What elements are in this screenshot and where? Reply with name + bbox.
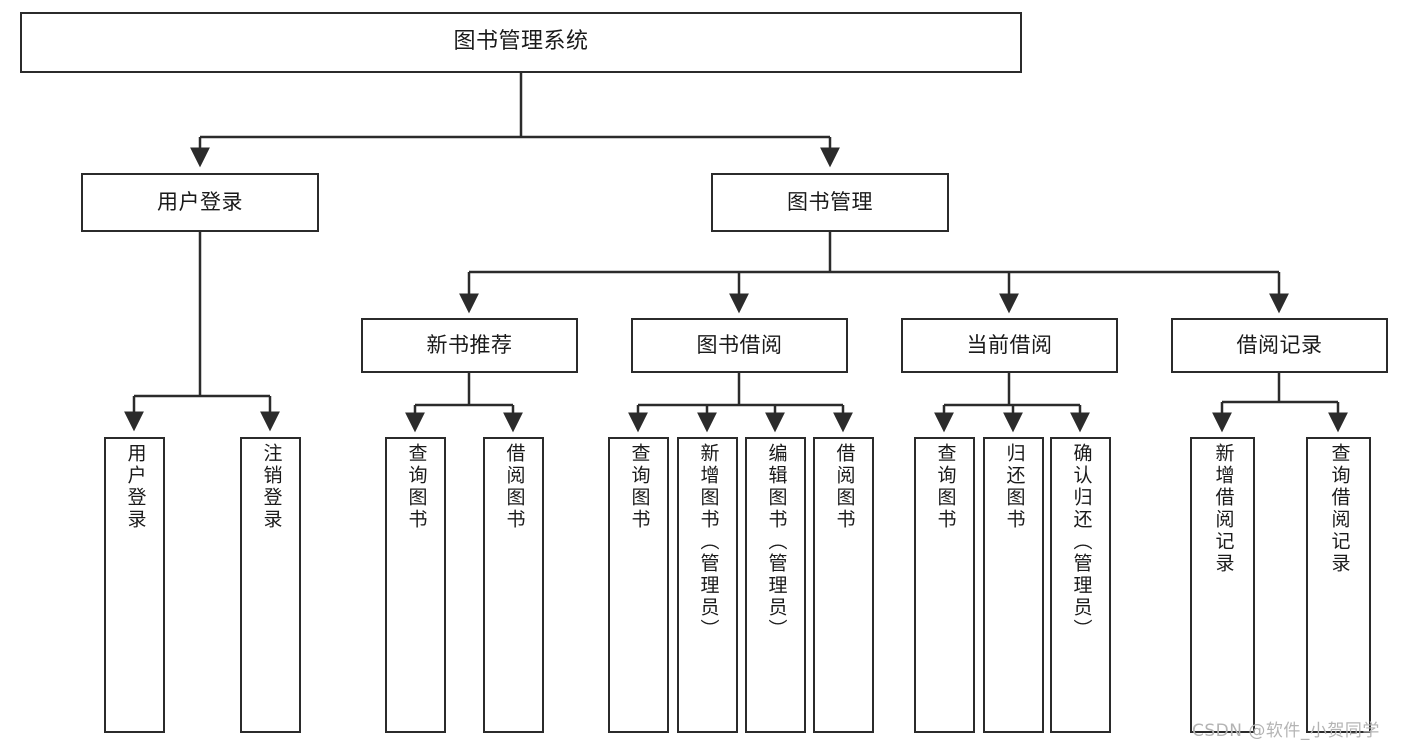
node-new-book-rec[interactable]: 新书推荐 [361,318,578,373]
node-borrow-record-label: 借阅记录 [1236,332,1323,357]
leaf-return-book[interactable]: 归还图书 [983,437,1044,733]
node-user-login[interactable]: 用户登录 [81,173,319,232]
leaf-borrow-book-2-label: 借阅图书 [833,443,856,531]
leaf-query-book-2-label: 查询图书 [628,443,651,531]
node-book-manage[interactable]: 图书管理 [711,173,949,232]
leaf-query-book-2[interactable]: 查询图书 [608,437,669,733]
leaf-query-book-3[interactable]: 查询图书 [914,437,975,733]
leaf-add-record-label: 新增借阅记录 [1212,443,1235,575]
node-new-book-rec-label: 新书推荐 [426,332,513,357]
leaf-logout[interactable]: 注销登录 [240,437,301,733]
leaf-add-record[interactable]: 新增借阅记录 [1190,437,1255,733]
leaf-add-book-label: 新增图书（管理员） [697,443,720,641]
node-borrow-record[interactable]: 借阅记录 [1171,318,1388,373]
leaf-borrow-book-2[interactable]: 借阅图书 [813,437,874,733]
leaf-query-record[interactable]: 查询借阅记录 [1306,437,1371,733]
leaf-user-login-label: 用户登录 [124,443,147,531]
leaf-query-book-1-label: 查询图书 [405,443,428,531]
leaf-return-book-label: 归还图书 [1003,443,1026,531]
node-root[interactable]: 图书管理系统 [20,12,1022,73]
node-book-borrow-label: 图书借阅 [696,332,783,357]
leaf-user-login[interactable]: 用户登录 [104,437,165,733]
node-user-login-label: 用户登录 [157,189,243,214]
node-book-borrow[interactable]: 图书借阅 [631,318,848,373]
node-current-borrow[interactable]: 当前借阅 [901,318,1118,373]
leaf-edit-book[interactable]: 编辑图书（管理员） [745,437,806,733]
leaf-borrow-book-1[interactable]: 借阅图书 [483,437,544,733]
node-root-label: 图书管理系统 [453,29,589,55]
leaf-query-record-label: 查询借阅记录 [1328,443,1351,575]
leaf-query-book-3-label: 查询图书 [934,443,957,531]
csdn-watermark: CSDN @软件_小贺同学 [1192,721,1380,741]
leaf-add-book[interactable]: 新增图书（管理员） [677,437,738,733]
leaf-confirm-return-label: 确认归还（管理员） [1070,443,1093,641]
leaf-borrow-book-1-label: 借阅图书 [503,443,526,531]
node-current-borrow-label: 当前借阅 [966,332,1053,357]
leaf-confirm-return[interactable]: 确认归还（管理员） [1050,437,1111,733]
leaf-edit-book-label: 编辑图书（管理员） [765,443,788,641]
node-book-manage-label: 图书管理 [787,189,873,214]
leaf-logout-label: 注销登录 [260,443,283,531]
leaf-query-book-1[interactable]: 查询图书 [385,437,446,733]
